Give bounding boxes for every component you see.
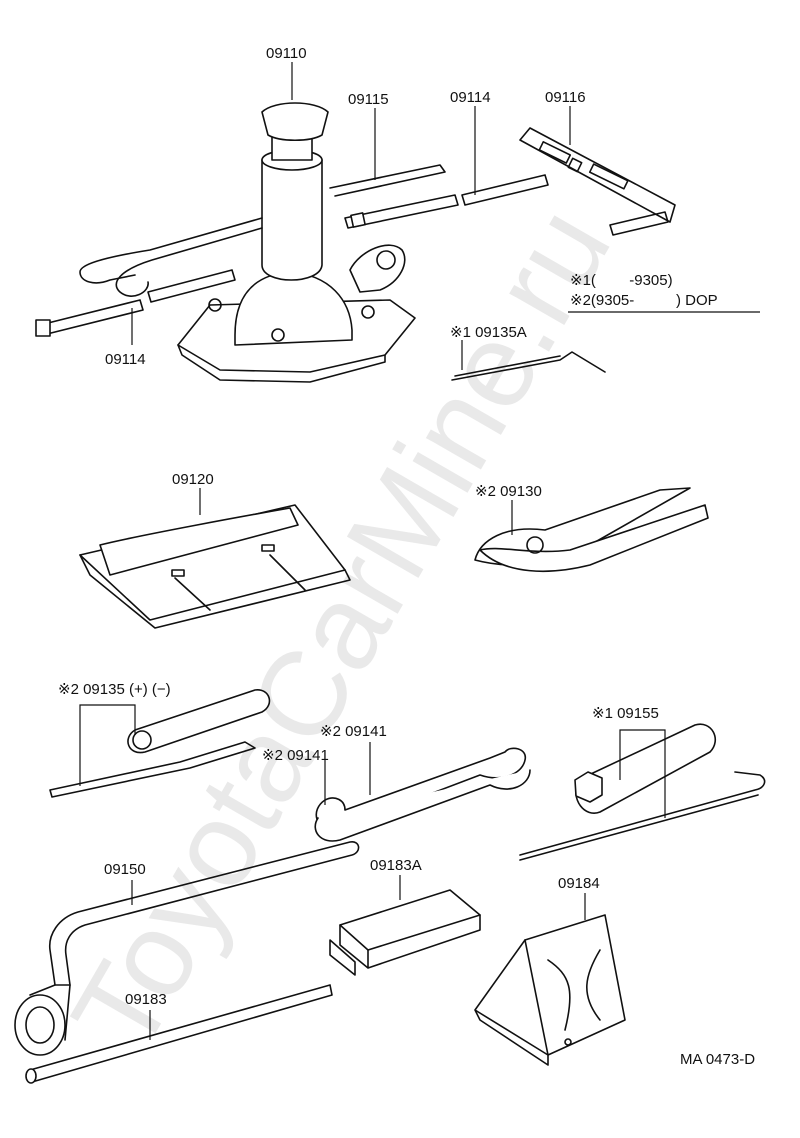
handle-bracket-illustration: [329, 889, 481, 976]
label-wrench-b: ※2 09141: [262, 747, 329, 764]
notes: ※1( -9305) ※2(9305- ) DOP: [568, 272, 760, 313]
jack-illustration: [177, 102, 416, 383]
label-screwdriver-set: ※2 09135 (+) (−): [58, 681, 171, 698]
label-tool-bar: 09183: [125, 991, 167, 1008]
label-plug-wrench: ※1 09155: [592, 705, 659, 722]
label-wheel-chock: 09184: [558, 875, 600, 892]
extension-left-illustration: [35, 269, 236, 337]
label-pliers: ※2 09130: [475, 483, 542, 500]
handle-bar-illustration: [519, 127, 676, 236]
pliers-illustration: [474, 487, 709, 573]
screwdriver-small-illustration: [451, 351, 606, 381]
wrench-illustration: [314, 747, 531, 842]
screwdriver-set-illustration: [49, 689, 271, 798]
label-extension-top: 09114: [450, 89, 491, 106]
part-labels: 09110 09115 09114 09116 09114 ※1 09135A …: [58, 45, 659, 1008]
label-wheel-nut-wrench: 09150: [104, 861, 146, 878]
label-jack: 09110: [266, 45, 307, 62]
extension-top-illustration: [344, 174, 549, 229]
label-handle-bar: 09116: [545, 89, 586, 106]
tool-bag-illustration: [79, 504, 351, 629]
tool-bar-illustration: [25, 984, 333, 1084]
wheel-chock-illustration: [474, 914, 626, 1066]
label-jack-handle: 09115: [348, 91, 389, 108]
jack-handle-illustration: [79, 164, 446, 297]
leader-lines: [79, 62, 666, 1040]
wheel-nut-wrench-illustration: [14, 841, 360, 1056]
label-tool-bag: 09120: [172, 471, 214, 488]
plug-wrench-illustration: [519, 723, 766, 861]
note-1: ※1( -9305): [570, 272, 673, 289]
label-screwdriver-small: ※1 09135A: [450, 324, 527, 341]
label-extension-left: 09114: [105, 351, 146, 368]
label-handle-bracket: 09183A: [370, 857, 422, 874]
diagram-code: MA 0473-D: [680, 1051, 755, 1068]
note-2: ※2(9305- ) DOP: [570, 292, 718, 309]
label-wrench-a: ※2 09141: [320, 723, 387, 740]
